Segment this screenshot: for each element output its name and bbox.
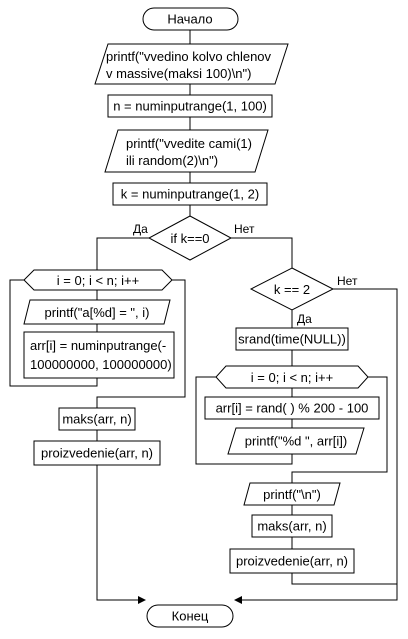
edge-k2-no <box>234 288 398 604</box>
edge-decision-no <box>231 237 293 268</box>
decision-k0-shape <box>147 215 233 261</box>
end-node: Конец <box>146 604 234 628</box>
left-loop: i = 0; i < n; i++ <box>23 269 173 291</box>
left-call-maks: maks(arr, n) <box>58 407 136 431</box>
decision-k2-yes-label: Да <box>297 312 312 326</box>
left-call-maks-label: maks(arr, n) <box>62 412 131 427</box>
right-call-proizv-label: proizvedenie(arr, n) <box>236 554 348 569</box>
io-prompt-count-shape <box>94 43 289 85</box>
io-prompt-count: printf("vvedino kolvo chlenov v massive(… <box>94 43 289 85</box>
io-prompt-mode-line1: printf("vvedite cami(1) <box>126 136 252 151</box>
right-call-proizv: proizvedenie(arr, n) <box>229 548 355 574</box>
right-io-newline-label: printf("\n") <box>263 487 321 502</box>
right-assign-rand-box <box>204 396 380 420</box>
right-io-print-elem-shape <box>227 427 365 455</box>
right-call-maks: maks(arr, n) <box>251 514 333 538</box>
edge-left-to-end <box>96 465 146 604</box>
decision-k2: k == 2 Да Нет <box>249 267 358 326</box>
right-srand-label: srand(time(NULL)) <box>238 332 346 347</box>
edge-left-loop-back <box>9 279 98 387</box>
left-loop-label: i = 0; i < n; i++ <box>57 273 139 288</box>
start-terminator <box>142 7 239 31</box>
io-prompt-mode-shape <box>104 129 269 173</box>
assign-n-box <box>107 94 273 118</box>
decision-k2-no-label: Нет <box>337 274 358 288</box>
right-loop-shape <box>215 365 369 389</box>
end-label: Конец <box>172 609 209 624</box>
right-assign-rand: arr[i] = rand( ) % 200 - 100 <box>204 396 380 420</box>
right-loop-label: i = 0; i < n; i++ <box>251 370 333 385</box>
left-call-proizv: proizvedenie(arr, n) <box>33 440 161 466</box>
decision-k2-shape <box>249 267 335 311</box>
io-prompt-count-line1: printf("vvedino kolvo chlenov <box>106 49 272 64</box>
right-loop: i = 0; i < n; i++ <box>215 365 369 389</box>
left-call-maks-box <box>58 407 136 431</box>
edge-right-loop-exit <box>291 376 388 483</box>
right-io-newline-shape <box>243 482 341 506</box>
right-io-newline: printf("\n") <box>243 482 341 506</box>
left-call-proizv-box <box>33 440 161 466</box>
edge-left-loop-exit <box>96 279 186 408</box>
start-node: Начало <box>142 7 239 31</box>
left-assign-elem-line2: 100000000, 100000000) <box>30 357 172 372</box>
io-prompt-count-line2: v massive(maksi 100)\n") <box>106 66 251 81</box>
edge-decision-yes <box>96 237 149 270</box>
right-io-print-elem-label: printf("%d ", arr[i]) <box>245 434 347 449</box>
right-call-proizv-box <box>229 548 355 574</box>
left-call-proizv-label: proizvedenie(arr, n) <box>41 446 153 461</box>
left-io-prompt-elem-shape <box>23 299 171 325</box>
left-io-prompt-elem: printf("a[%d] = ", i) <box>23 299 171 325</box>
right-call-maks-label: maks(arr, n) <box>257 519 326 534</box>
right-assign-rand-label: arr[i] = rand( ) % 200 - 100 <box>216 401 369 416</box>
edge-right-loop-back <box>195 376 293 465</box>
left-assign-elem-line1: arr[i] = numinputrange(- <box>30 338 166 353</box>
assign-k: k = numinputrange(1, 2) <box>112 182 268 206</box>
decision-k0-label: if k==0 <box>170 231 209 246</box>
assign-k-label: k = numinputrange(1, 2) <box>121 187 259 202</box>
left-assign-elem: arr[i] = numinputrange(- 100000000, 1000… <box>23 331 175 379</box>
end-terminator <box>146 604 234 628</box>
assign-k-box <box>112 182 268 206</box>
io-prompt-mode: printf("vvedite cami(1) ili random(2)\n"… <box>104 129 269 173</box>
connector-lines <box>9 30 398 604</box>
right-srand-box <box>235 327 349 351</box>
decision-k0-yes-label: Да <box>133 222 148 236</box>
decision-k0-no-label: Нет <box>234 222 255 236</box>
assign-n: n = numinputrange(1, 100) <box>107 94 273 118</box>
decision-k0: if k==0 Да Нет <box>133 215 255 261</box>
left-loop-shape <box>23 269 173 291</box>
right-call-maks-box <box>251 514 333 538</box>
edge-right-proizv-merge <box>291 573 397 585</box>
decision-k2-label: k == 2 <box>274 282 310 297</box>
left-io-prompt-elem-label: printf("a[%d] = ", i) <box>45 305 150 320</box>
right-srand: srand(time(NULL)) <box>235 327 349 351</box>
start-label: Начало <box>167 12 212 27</box>
io-prompt-mode-line2: ili random(2)\n") <box>126 153 218 168</box>
right-io-print-elem: printf("%d ", arr[i]) <box>227 427 365 455</box>
left-assign-elem-box <box>23 331 175 379</box>
assign-n-label: n = numinputrange(1, 100) <box>113 99 267 114</box>
